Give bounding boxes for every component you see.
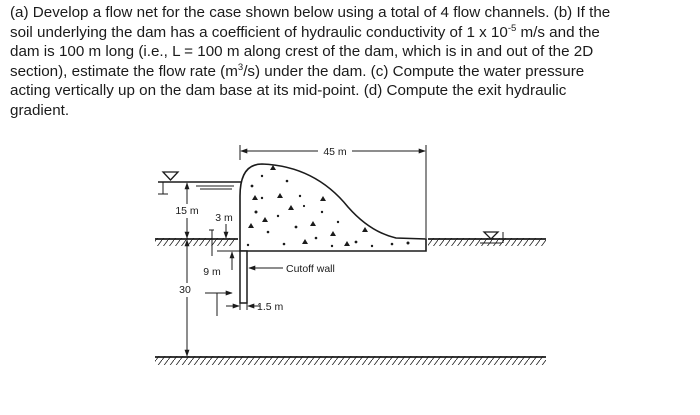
cutoff-wall <box>239 250 248 304</box>
water-level-triangle-icon <box>161 171 180 181</box>
cutoff-depth-dimension: 9 m <box>203 251 235 316</box>
vertical-head-dimension: 15 m 30 <box>175 182 199 357</box>
conductivity-exponent: -5 <box>507 22 517 34</box>
flow-unit-exponent: 3 <box>237 61 244 73</box>
dim-30-label: 30 <box>179 284 191 296</box>
ground-hatch-downstream <box>428 238 546 246</box>
problem-line-2-text: soil underlying the dam has a coefficien… <box>10 23 508 41</box>
cutoff-thickness-dimension: 1.5 m <box>226 301 284 313</box>
problem-line-2-units: m/s and the <box>516 23 600 41</box>
problem-line-4-text: section), estimate the flow rate (m <box>10 62 238 80</box>
upstream-water <box>158 171 244 195</box>
problem-line-6: gradient. <box>10 101 70 119</box>
problem-line-4-rest: /s) under the dam. (c) Compute the water… <box>243 62 585 80</box>
ground-surface <box>155 238 546 246</box>
downstream-level-triangle-icon <box>482 231 500 240</box>
problem-line-4: section), estimate the flow rate (m3/s) … <box>10 62 682 82</box>
dam-outline <box>239 163 427 252</box>
problem-line-5: acting vertically up on the dam base at … <box>10 82 567 100</box>
dim-9-label: 9 m <box>203 266 221 278</box>
problem-statement: (a) Develop a flow net for the case show… <box>10 3 682 121</box>
impermeable-layer <box>155 356 546 365</box>
dim-1-5-label: 1.5 m <box>257 301 284 313</box>
downstream-water <box>480 231 504 244</box>
dim-45-label: 45 m <box>323 146 347 158</box>
dim-3-label: 3 m <box>215 212 233 224</box>
cutoff-wall-callout: Cutoff wall <box>248 263 335 275</box>
problem-line-3: dam is 100 m long (i.e., L = 100 m along… <box>10 43 594 61</box>
concrete-aggregate <box>246 165 410 248</box>
problem-line-2: soil underlying the dam has a coefficien… <box>10 23 682 43</box>
bottom-hatch <box>155 356 546 365</box>
dim-15-label: 15 m <box>175 205 199 217</box>
dam-body <box>239 163 427 252</box>
ground-hatch-upstream <box>155 238 235 246</box>
base-width-dimension: 45 m <box>239 145 427 238</box>
problem-line-1: (a) Develop a flow net for the case show… <box>10 4 611 21</box>
cutoff-wall-label: Cutoff wall <box>286 263 335 275</box>
embedment-dimension: 3 m <box>209 212 240 256</box>
